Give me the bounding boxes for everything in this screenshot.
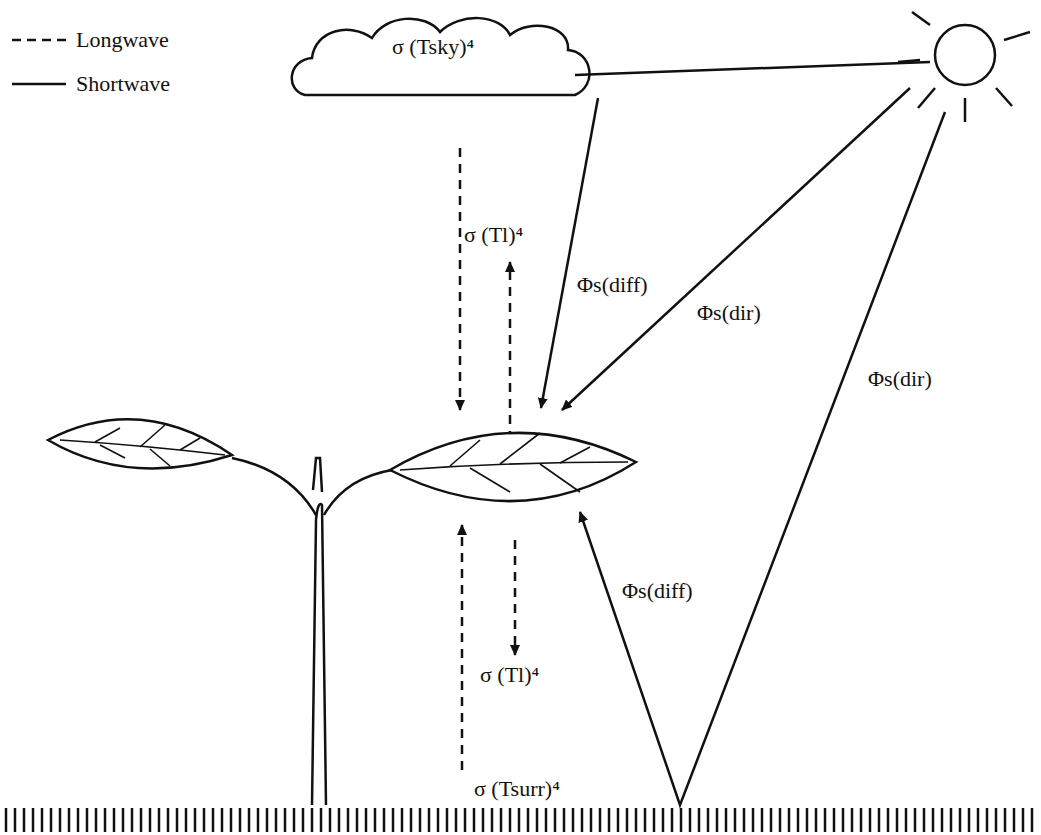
formula-label: σ (Tl)⁴ bbox=[462, 222, 525, 248]
ground bbox=[6, 808, 1032, 832]
legend-text: Longwave bbox=[76, 27, 169, 53]
legend-text: Shortwave bbox=[76, 71, 170, 97]
shortwave-sample bbox=[12, 83, 66, 86]
formula-label: Φs(diff) bbox=[620, 578, 695, 604]
formula-label: Φs(diff) bbox=[575, 272, 650, 298]
longwave-sample bbox=[12, 39, 66, 42]
shortwave-ray bbox=[541, 62, 945, 805]
leaf-vein bbox=[60, 425, 628, 492]
plant bbox=[48, 419, 636, 805]
formula-label: σ (Tsurr)⁴ bbox=[472, 776, 562, 802]
formula-label: σ (Tl)⁴ bbox=[478, 662, 541, 688]
sun bbox=[898, 12, 1030, 122]
formula-label: Φs(dir) bbox=[866, 366, 934, 392]
formula-label: Φs(dir) bbox=[695, 300, 763, 326]
formula-label: σ (Tsky)⁴ bbox=[390, 34, 476, 60]
cloud bbox=[292, 18, 590, 95]
